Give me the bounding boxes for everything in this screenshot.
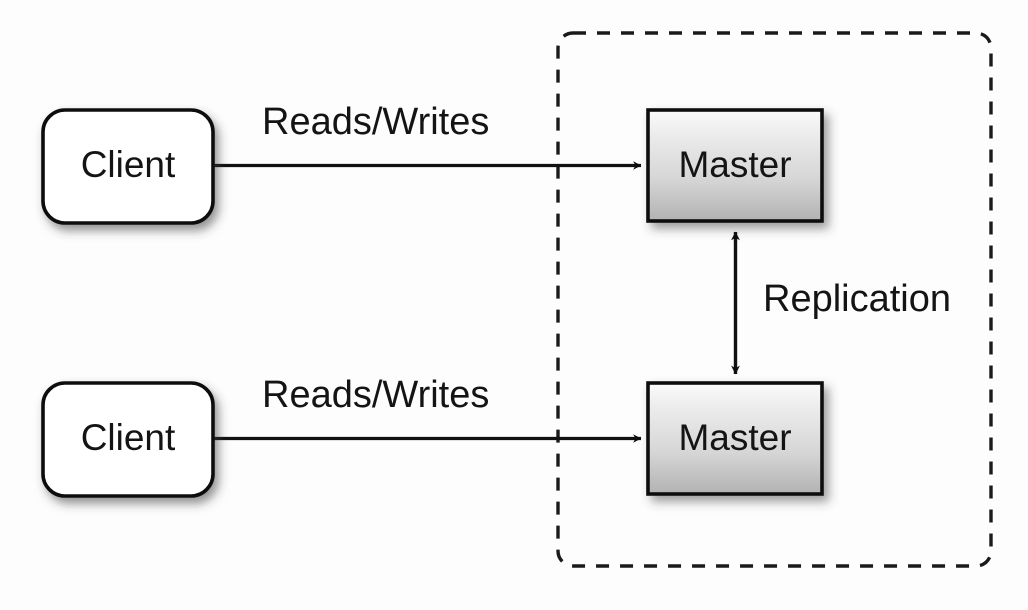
edge-label-replication: Replication xyxy=(763,278,951,320)
edge-label-reads-writes-bottom: Reads/Writes xyxy=(262,374,489,416)
master-bottom-label: Master xyxy=(678,417,791,458)
node-client-top[interactable] xyxy=(41,108,215,225)
master-bottom-shape[interactable] xyxy=(646,381,824,496)
node-client-bottom[interactable] xyxy=(41,381,215,498)
edge-label-reads-writes-top: Reads/Writes xyxy=(262,101,489,143)
master-top-label: Master xyxy=(678,144,791,185)
replication-cluster-boundary xyxy=(556,31,993,568)
master-top-shape[interactable] xyxy=(646,108,824,223)
client-bottom-shape[interactable] xyxy=(41,381,215,498)
client-top-shape[interactable] xyxy=(41,108,215,225)
node-master-top[interactable] xyxy=(646,108,824,223)
client-top-label: Client xyxy=(81,144,176,185)
client-bottom-label: Client xyxy=(81,417,176,458)
node-master-bottom[interactable] xyxy=(646,381,824,496)
